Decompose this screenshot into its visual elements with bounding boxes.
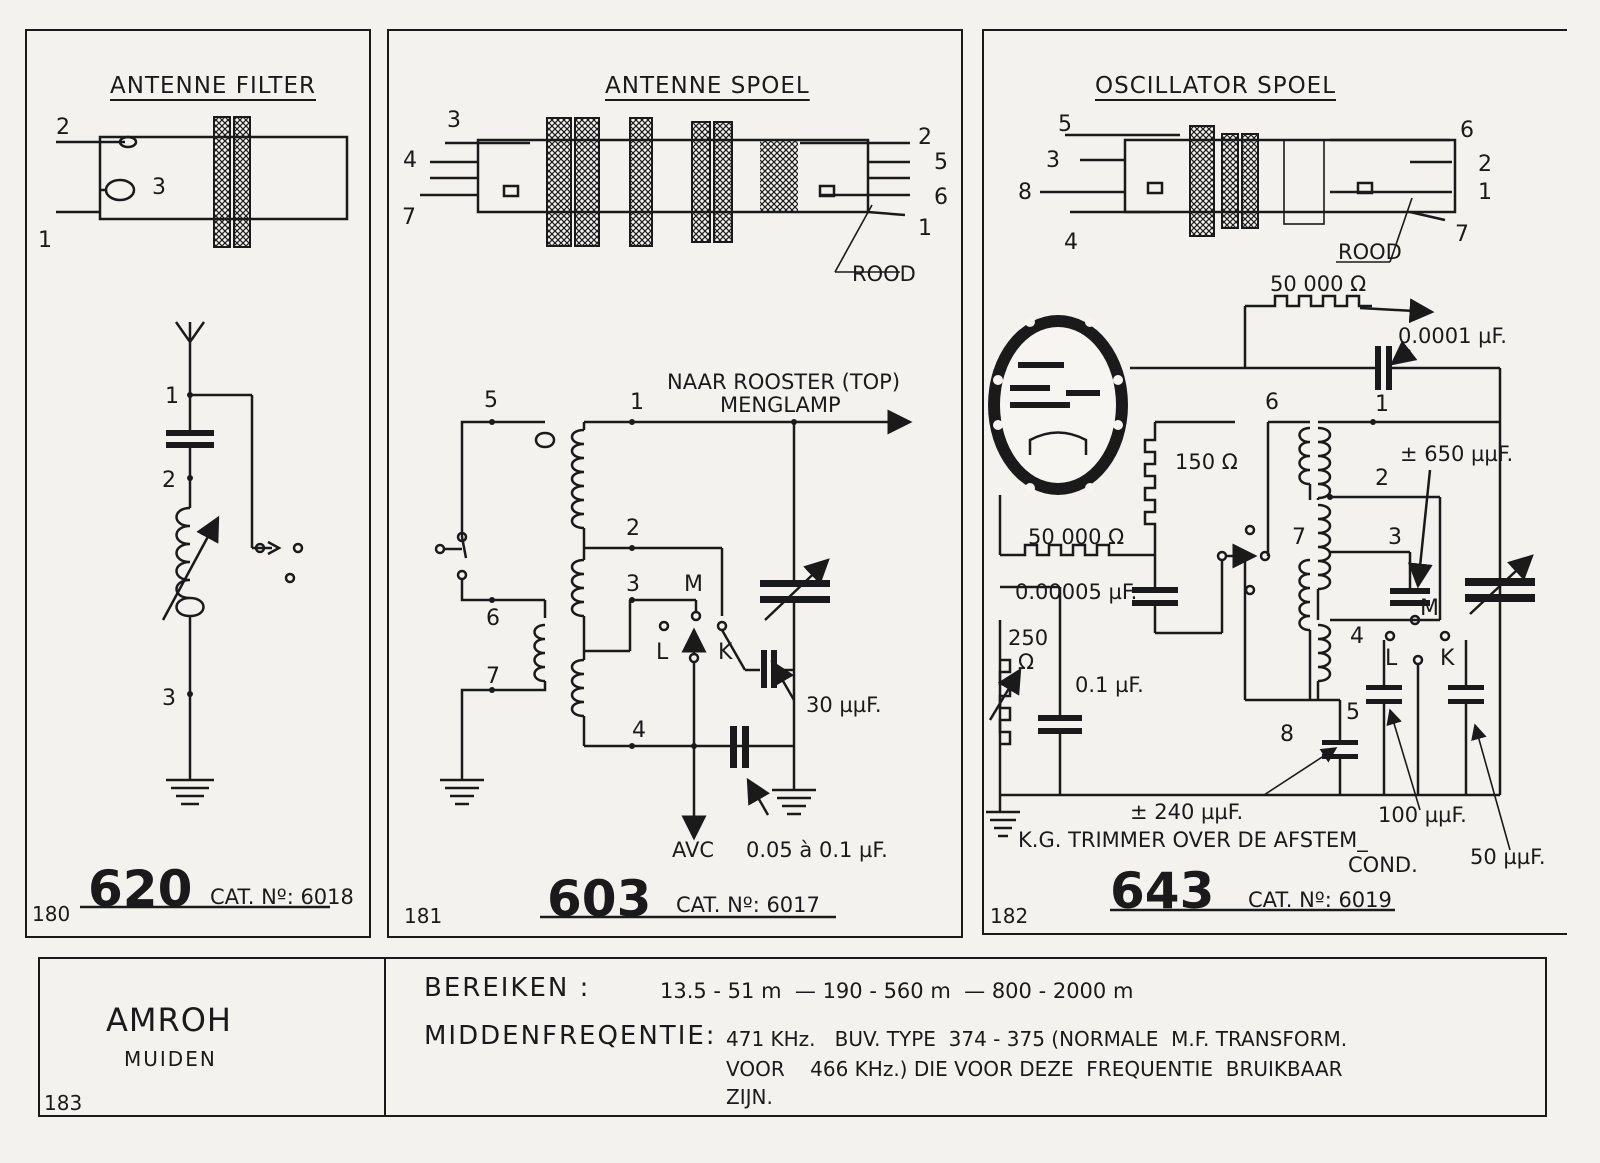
node-label: 2: [1375, 466, 1389, 491]
pin-label: 3: [1046, 148, 1060, 173]
pin-label: 4: [403, 148, 417, 173]
panel-antenne-spoel: [387, 29, 963, 938]
panel-title: OSCILLATOR SPOEL: [1095, 73, 1337, 99]
mf-line3: ZIJN.: [726, 1085, 773, 1109]
pin-label: 3: [447, 108, 461, 133]
panel-antenne-filter: [25, 29, 371, 938]
resistor-value: 50 000 Ω: [1028, 525, 1125, 549]
node-label: 1: [630, 390, 644, 415]
panel-title: ANTENNE SPOEL: [605, 73, 810, 99]
node-label: 2: [162, 468, 176, 493]
trimmer-note: K.G. TRIMMER OVER DE AFSTEM_: [1018, 828, 1368, 852]
catalog-number: CAT. Nº: 6018: [210, 885, 354, 909]
antenne-filter-circuit: [80, 321, 330, 909]
figure-number: 180: [32, 902, 71, 926]
pin-label: 5: [934, 150, 948, 175]
destination-label: NAAR ROOSTER (TOP): [667, 370, 901, 394]
capacitor-value: 0.0001 µF.: [1398, 324, 1507, 348]
switch-label: K: [1440, 646, 1455, 671]
node-label: 7: [1292, 525, 1306, 550]
switch-label: L: [656, 640, 669, 665]
footer-box: AMROH MUIDEN 183 BEREIKEN : 13.5 - 51 m …: [38, 957, 1547, 1117]
resistor-unit: Ω: [1018, 650, 1035, 674]
destination-label: MENGLAMP: [720, 393, 841, 417]
bereiken-values: 13.5 - 51 m — 190 - 560 m — 800 - 2000 m: [660, 979, 1134, 1003]
capacitor-value: ± 650 µµF.: [1400, 442, 1514, 466]
catalog-number: CAT. Nº: 6017: [676, 893, 820, 917]
antenne-spoel-coil-drawing: [420, 117, 910, 273]
mf-line2: VOOR 466 KHz.) DIE VOOR DEZE FREQUENTIE …: [726, 1057, 1343, 1081]
resistor-value: 250: [1008, 626, 1049, 650]
oscillator-spoel-circuit: [986, 294, 1535, 912]
mf-line1: 471 KHz. BUV. TYPE 374 - 375 (NORMALE M.…: [726, 1027, 1348, 1051]
node-label: 1: [165, 384, 179, 409]
capacitor-value: 50 µµF.: [1470, 845, 1546, 869]
pin-label: 7: [402, 205, 416, 230]
node-label: 5: [484, 388, 498, 413]
model-number: 620: [88, 860, 193, 918]
node-label: 7: [486, 664, 500, 689]
oscillator-spoel-coil-drawing: [1040, 125, 1457, 263]
node-label: 4: [632, 718, 646, 743]
node-label: 4: [1350, 624, 1364, 649]
resistor-value: 150 Ω: [1175, 450, 1238, 474]
switch-label: M: [684, 572, 703, 597]
figure-number: 182: [990, 904, 1029, 928]
antenne-filter-coil-drawing: [56, 116, 349, 248]
node-label: 6: [1265, 390, 1279, 415]
capacitor-value: 0.00005 µF.: [1015, 580, 1138, 604]
node-label: 6: [486, 606, 500, 631]
capacitor-value: 0.1 µF.: [1075, 673, 1144, 697]
capacitor-value: ± 240 µµF.: [1130, 800, 1244, 824]
pin-label: 8: [1018, 180, 1032, 205]
pin-label: 3: [152, 175, 166, 200]
capacitor-value: 100 µµF.: [1378, 803, 1467, 827]
panel-title: ANTENNE FILTER: [110, 73, 316, 99]
resistor-value: 50 000 Ω: [1270, 272, 1367, 296]
catalog-number: CAT. Nº: 6019: [1248, 888, 1392, 912]
node-label: 8: [1280, 722, 1294, 747]
pin-label: 4: [1064, 230, 1078, 255]
pin-label: 1: [1478, 180, 1492, 205]
avc-label: AVC: [672, 838, 715, 862]
node-label: 2: [626, 516, 640, 541]
trimmer-note: COND.: [1348, 853, 1418, 877]
mf-label: MIDDENFREQENTIE:: [424, 1021, 717, 1051]
figure-number: 181: [404, 904, 443, 928]
pin-label: 2: [1478, 152, 1492, 177]
capacitor-value: 0.05 à 0.1 µF.: [746, 838, 888, 862]
bereiken-label: BEREIKEN :: [424, 973, 591, 1003]
model-number: 603: [547, 870, 652, 928]
rood-label: ROOD: [1338, 240, 1402, 264]
switch-label: M: [1420, 596, 1439, 621]
pin-label: 6: [934, 185, 948, 210]
pin-label: 6: [1460, 118, 1474, 143]
brand-name: AMROH: [106, 1001, 232, 1039]
model-number: 643: [1110, 862, 1215, 920]
node-label: 3: [626, 572, 640, 597]
node-label: 1: [1375, 392, 1389, 417]
pin-label: 2: [918, 125, 932, 150]
node-label: 3: [162, 686, 176, 711]
panel-oscillator-spoel-frame: [982, 29, 1567, 935]
brand-city: MUIDEN: [124, 1047, 217, 1071]
capacitor-value: 30 µµF.: [806, 693, 882, 717]
pin-label: 2: [56, 115, 70, 140]
switch-label: K: [718, 640, 733, 665]
pin-label: 1: [918, 216, 932, 241]
pin-label: 7: [1455, 222, 1469, 247]
pin-label: 1: [38, 228, 52, 253]
pin-label: 5: [1058, 112, 1072, 137]
rood-label: ROOD: [852, 262, 916, 286]
antenne-spoel-circuit: [434, 409, 913, 919]
footer-divider: [384, 959, 386, 1115]
node-label: 5: [1346, 700, 1360, 725]
switch-label: L: [1385, 646, 1398, 671]
node-label: 3: [1388, 525, 1402, 550]
figure-number: 183: [44, 1091, 83, 1115]
